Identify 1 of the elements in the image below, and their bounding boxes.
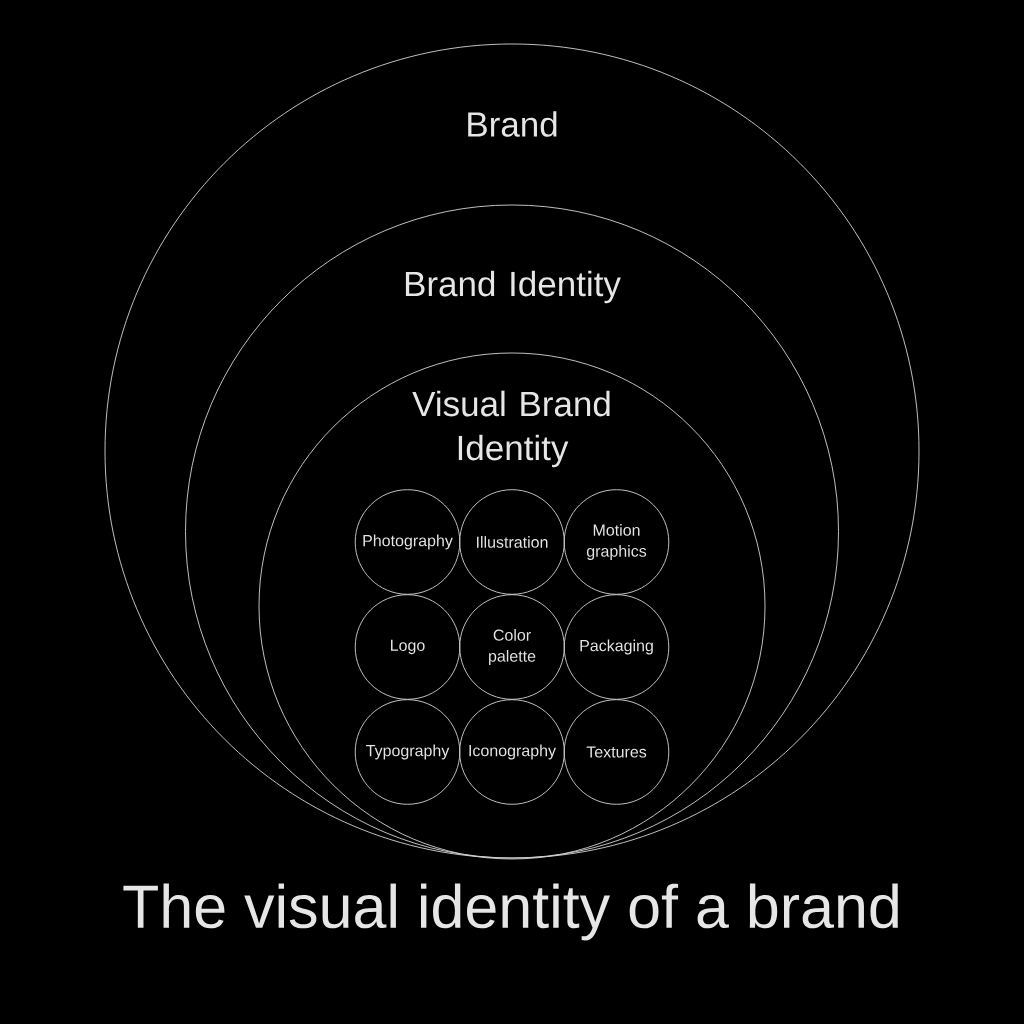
title: The visual identity of a brand bbox=[123, 883, 898, 941]
